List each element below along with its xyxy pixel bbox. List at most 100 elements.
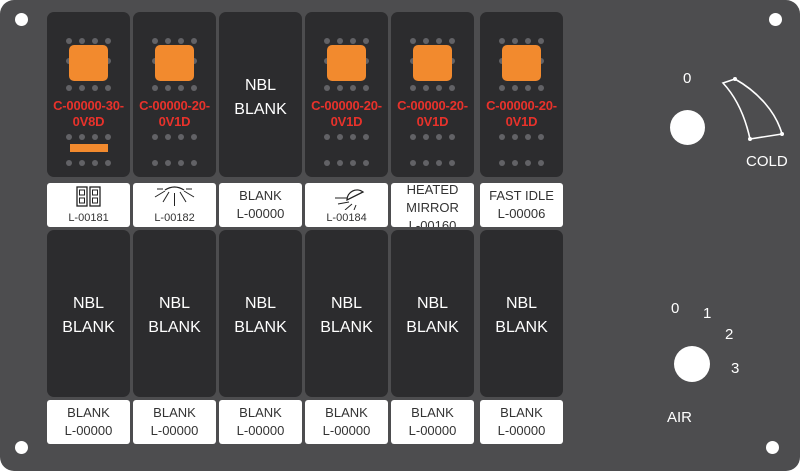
led-dot <box>66 38 72 44</box>
led-dots <box>480 85 563 91</box>
led-dot <box>191 58 197 64</box>
led-dot <box>152 134 158 140</box>
led-dot <box>152 38 158 44</box>
part-number: C-00000-20- 0V1D <box>397 98 468 129</box>
led-dot <box>337 85 343 91</box>
air-label: AIR <box>667 409 693 426</box>
led-dots <box>391 85 474 91</box>
mount-hole <box>769 13 782 26</box>
led-dots <box>480 38 563 44</box>
led-dots <box>133 38 216 44</box>
rocker-switch-top-3[interactable]: NBL BLANK <box>219 12 302 177</box>
label-code: L-00182 <box>154 212 195 224</box>
led-dot <box>165 38 171 44</box>
led-dot <box>105 85 111 91</box>
rocker-switch-bottom-2[interactable]: NBL BLANK <box>133 230 216 397</box>
led-dot <box>449 134 455 140</box>
led-dots <box>305 85 388 91</box>
led-dot <box>66 134 72 140</box>
led-dot <box>191 160 197 166</box>
led-dot <box>350 160 356 166</box>
rocker-switch-bottom-6[interactable]: NBL BLANK <box>480 230 563 397</box>
led-dot <box>178 38 184 44</box>
part-number: C-00000-20- 0V1D <box>311 98 382 129</box>
led-dot <box>512 160 518 166</box>
led-dot <box>152 160 158 166</box>
led-dot <box>538 58 544 64</box>
led-dot <box>79 85 85 91</box>
led-dot <box>363 134 369 140</box>
air-knob[interactable] <box>674 346 710 382</box>
led-dot <box>337 134 343 140</box>
led-dots <box>305 134 388 140</box>
air-pos-3: 3 <box>731 360 740 377</box>
led-dot <box>538 134 544 140</box>
led-dot <box>165 160 171 166</box>
indicator-lamp <box>502 45 541 81</box>
rocker-switch-bottom-4[interactable]: NBL BLANK <box>305 230 388 397</box>
led-dot <box>105 134 111 140</box>
led-dot <box>449 85 455 91</box>
split-icon <box>47 186 130 210</box>
nbl-text: NBL BLANK <box>234 295 287 336</box>
led-dot <box>512 85 518 91</box>
led-dots <box>391 38 474 44</box>
label-text: BLANK L-00000 <box>497 405 546 438</box>
led-dot <box>525 85 531 91</box>
led-dot <box>152 85 158 91</box>
led-dot <box>92 160 98 166</box>
led-dots <box>480 160 563 166</box>
nbl-text: NBL BLANK <box>406 295 459 336</box>
led-dot <box>92 38 98 44</box>
rocker-switch-top-2[interactable]: C-00000-20- 0V1D <box>133 12 216 177</box>
rocker-switch-bottom-5[interactable]: NBL BLANK <box>391 230 474 397</box>
led-dot <box>499 160 505 166</box>
rocker-switch-top-4[interactable]: C-00000-20- 0V1D <box>305 12 388 177</box>
led-dot <box>105 160 111 166</box>
led-dots <box>47 85 130 91</box>
led-dot <box>324 38 330 44</box>
rocker-switch-top-6[interactable]: C-00000-20- 0V1D <box>480 12 563 177</box>
temp-knob[interactable] <box>670 110 705 145</box>
led-dot <box>423 134 429 140</box>
part-number: C-00000-30- 0V8D <box>53 98 124 129</box>
led-dots <box>391 160 474 166</box>
led-dot <box>410 85 416 91</box>
label-text: HEATED MIRROR L-00160 <box>406 183 459 227</box>
led-dot <box>410 134 416 140</box>
indicator-lamp <box>413 45 452 81</box>
led-dots <box>47 38 130 44</box>
rocker-switch-top-5[interactable]: C-00000-20- 0V1D <box>391 12 474 177</box>
label-bottom-5: BLANK L-00000 <box>391 400 474 444</box>
led-dot <box>363 58 369 64</box>
led-dots <box>480 134 563 140</box>
rocker-switch-top-1[interactable]: C-00000-30- 0V8D <box>47 12 130 177</box>
rocker-switch-bottom-3[interactable]: NBL BLANK <box>219 230 302 397</box>
label-bottom-6: BLANK L-00000 <box>480 400 563 444</box>
led-dot <box>337 38 343 44</box>
led-dot <box>436 160 442 166</box>
label-top-3: BLANK L-00000 <box>219 183 302 227</box>
led-dot <box>525 38 531 44</box>
led-dot <box>436 134 442 140</box>
cold-label: COLD <box>746 153 788 170</box>
led-dot <box>324 134 330 140</box>
led-dot <box>538 85 544 91</box>
led-dot <box>499 38 505 44</box>
rocker-switch-bottom-1[interactable]: NBL BLANK <box>47 230 130 397</box>
label-text: BLANK L-00000 <box>236 188 285 221</box>
temp-arc-icon <box>721 77 784 141</box>
nbl-text: NBL BLANK <box>320 295 373 336</box>
label-bottom-4: BLANK L-00000 <box>305 400 388 444</box>
label-code: L-00184 <box>326 212 367 224</box>
mount-hole <box>766 441 779 454</box>
led-dot <box>423 85 429 91</box>
led-dot <box>410 160 416 166</box>
label-top-2: L-00182 <box>133 183 216 227</box>
mount-hole <box>15 13 28 26</box>
nbl-text: NBL BLANK <box>62 295 115 336</box>
label-top-6: FAST IDLE L-00006 <box>480 183 563 227</box>
led-dot <box>79 160 85 166</box>
led-dot <box>191 85 197 91</box>
